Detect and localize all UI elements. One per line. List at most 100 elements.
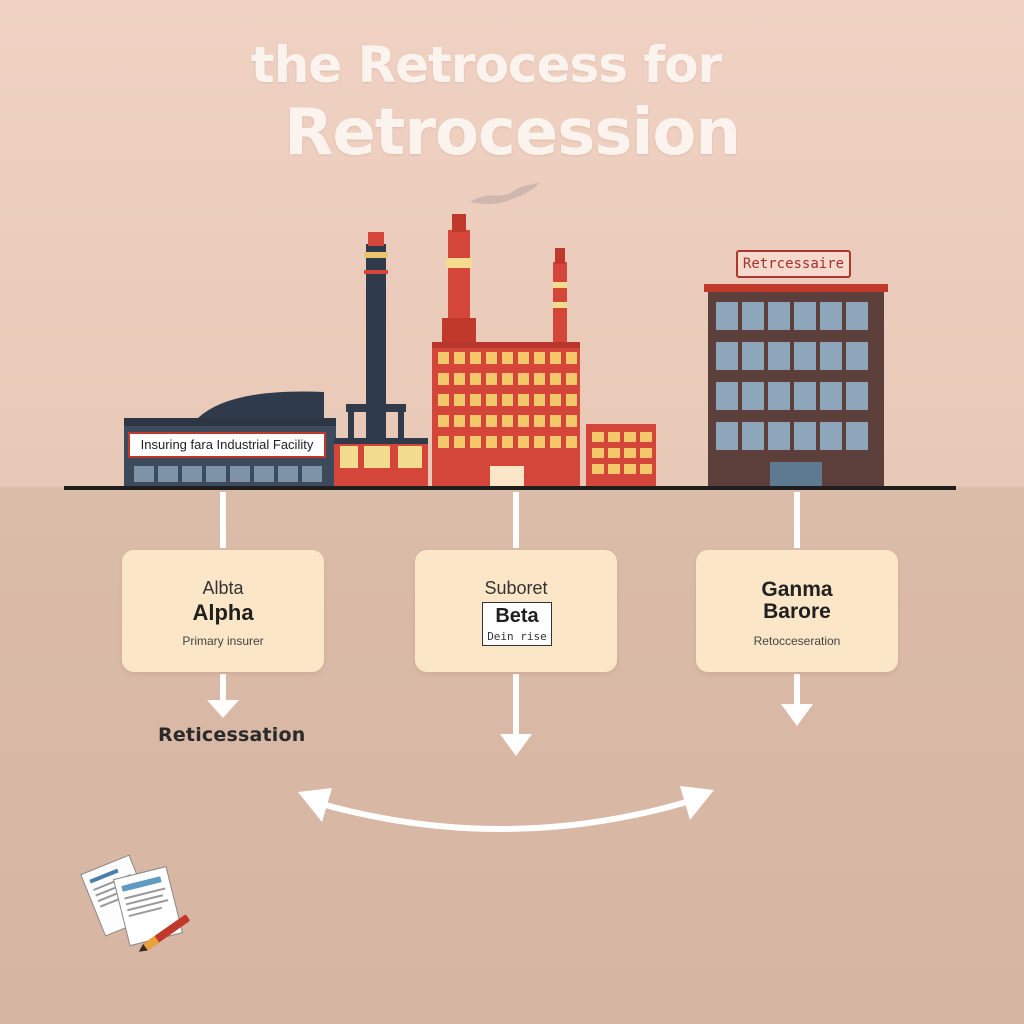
factory-window: [438, 415, 449, 427]
factory-window: [486, 373, 497, 385]
down-arrow-beta: [500, 674, 532, 756]
office-window: [768, 422, 790, 450]
retrocessaire-sign: Retrcessaire: [736, 250, 851, 278]
office-window: [820, 342, 842, 370]
office-window: [846, 382, 868, 410]
annex-window: [624, 432, 636, 442]
factory-window: [518, 352, 529, 364]
factory-window: [566, 415, 577, 427]
card-gamma-name: Barore: [763, 600, 831, 623]
factory-window: [566, 352, 577, 364]
facility-label: Insuring fara Industrial Facility: [128, 432, 326, 458]
card-gamma: Ganma Barore Retocceseration: [696, 550, 898, 672]
factory-window: [486, 436, 497, 448]
factory-window: [534, 352, 545, 364]
factory-window: [518, 415, 529, 427]
office-window: [742, 422, 764, 450]
card-beta-box: Beta Dein rise: [482, 602, 552, 646]
factory-window: [486, 394, 497, 406]
annex-window: [624, 464, 636, 474]
factory-window: [566, 394, 577, 406]
annex-window: [608, 464, 620, 474]
factory-window: [518, 436, 529, 448]
card-beta-top: Suboret: [484, 578, 548, 598]
factory-window: [454, 436, 465, 448]
dark-chimney: [334, 232, 428, 486]
card-beta-note: Dein rise: [487, 630, 547, 643]
factory-window: [470, 352, 481, 364]
title-line-2: Retrocession: [284, 96, 741, 170]
office-window: [742, 302, 764, 330]
flow-label: Reticessation: [158, 724, 306, 746]
factory-window: [550, 415, 561, 427]
card-alpha: Albta Alpha Primary insurer: [122, 550, 324, 672]
factory-window: [502, 394, 513, 406]
office-window: [846, 302, 868, 330]
factory-window: [438, 436, 449, 448]
office-window: [794, 342, 816, 370]
card-gamma-role: Retocceseration: [753, 634, 841, 648]
factory-window: [550, 373, 561, 385]
office-window: [846, 422, 868, 450]
ground-line: [64, 486, 956, 490]
down-arrow-alpha: [207, 674, 239, 718]
annex-window: [592, 432, 604, 442]
curved-double-arrow: [298, 786, 714, 832]
office-window: [820, 422, 842, 450]
office-window: [716, 382, 738, 410]
factory-window: [454, 373, 465, 385]
card-beta-name: Beta: [495, 605, 539, 627]
office-window: [742, 382, 764, 410]
factory-window: [470, 373, 481, 385]
annex-window: [608, 432, 620, 442]
down-arrow-gamma: [781, 674, 813, 726]
factory-window: [566, 436, 577, 448]
card-alpha-role: Primary insurer: [182, 634, 264, 648]
factory-window: [438, 373, 449, 385]
factory-window: [518, 373, 529, 385]
factory-window: [470, 415, 481, 427]
office-window: [820, 302, 842, 330]
office-window: [794, 382, 816, 410]
connector-arrows: [220, 492, 800, 548]
factory-window: [534, 415, 545, 427]
factory-window: [502, 373, 513, 385]
office-window: [768, 302, 790, 330]
office-window: [768, 382, 790, 410]
factory-window: [470, 394, 481, 406]
office-window: [846, 342, 868, 370]
smoke: [470, 182, 540, 204]
factory-window: [518, 394, 529, 406]
annex-window: [592, 464, 604, 474]
office-window: [742, 342, 764, 370]
factory-window: [534, 394, 545, 406]
office-window: [768, 342, 790, 370]
card-gamma-top: Ganma: [761, 578, 833, 601]
annex-window: [640, 464, 652, 474]
factory-window: [486, 352, 497, 364]
factory-window: [454, 394, 465, 406]
card-alpha-top: Albta: [202, 578, 244, 598]
documents-pen-icon: [80, 854, 190, 952]
factory-window: [454, 352, 465, 364]
annex-window: [640, 432, 652, 442]
card-beta: Suboret Beta Dein rise: [415, 550, 617, 672]
factory-window: [470, 436, 481, 448]
factory-window: [438, 394, 449, 406]
red-factory: [432, 214, 580, 486]
retrocessaire-building: [704, 284, 888, 486]
factory-window: [502, 352, 513, 364]
office-window: [820, 382, 842, 410]
factory-window: [438, 352, 449, 364]
annex-window: [624, 448, 636, 458]
factory-window: [550, 352, 561, 364]
factory-window: [486, 415, 497, 427]
title-line-1: the Retrocess for: [250, 36, 722, 94]
annex-window: [592, 448, 604, 458]
factory-window: [534, 373, 545, 385]
red-annex: [586, 424, 656, 486]
office-window: [794, 302, 816, 330]
factory-window: [534, 436, 545, 448]
factory-window: [502, 415, 513, 427]
